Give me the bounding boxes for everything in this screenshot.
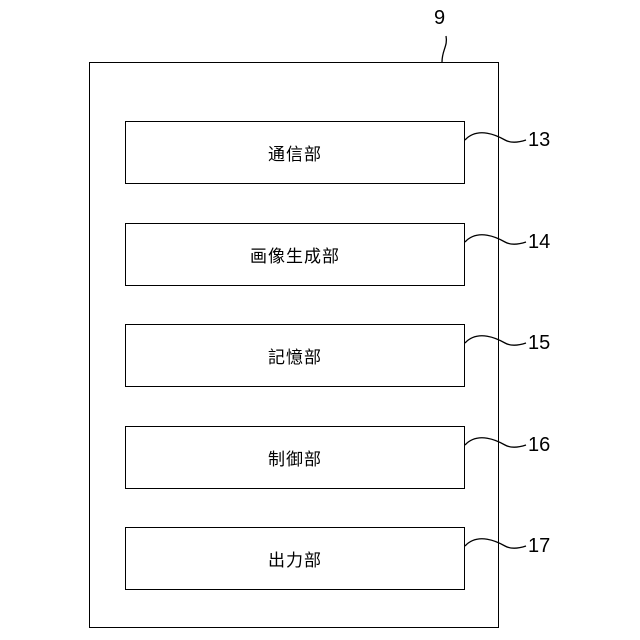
block-output: 出力部 (125, 527, 465, 590)
block-ref-label: 13 (528, 130, 550, 150)
block-label: 制御部 (268, 445, 322, 470)
block-control: 制御部 (125, 426, 465, 489)
block-ref-label: 14 (528, 232, 550, 252)
block-label: 出力部 (268, 546, 322, 571)
block-ref-label: 17 (528, 536, 550, 556)
outer-ref-label: 9 (434, 8, 445, 28)
block-label: 通信部 (268, 140, 322, 165)
block-image-generation: 画像生成部 (125, 223, 465, 286)
block-ref-label: 15 (528, 333, 550, 353)
block-label: 画像生成部 (250, 242, 340, 267)
leader-line-outer (442, 36, 446, 62)
block-storage: 記憶部 (125, 324, 465, 387)
block-ref-label: 16 (528, 435, 550, 455)
block-label: 記憶部 (268, 343, 322, 368)
block-communication: 通信部 (125, 121, 465, 184)
